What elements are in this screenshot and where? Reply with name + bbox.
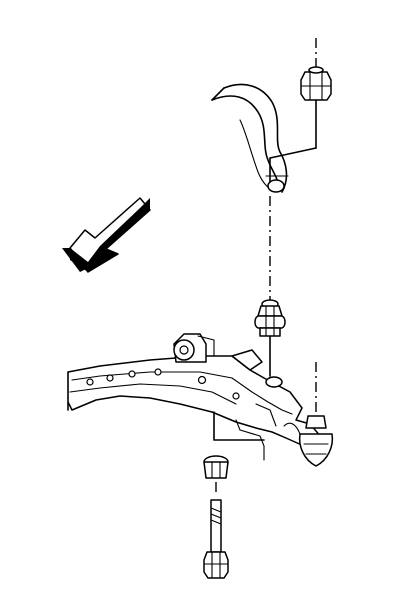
link-stem [269, 99, 317, 183]
ball-joint [283, 362, 334, 467]
lower-control-arm [67, 349, 323, 461]
bushing-retainer [203, 455, 229, 479]
front-bushing [173, 333, 215, 363]
lower-bolt [203, 482, 229, 579]
stabilizer-bar [211, 83, 289, 193]
link-bushings [254, 299, 286, 377]
stabilizer-nut [300, 66, 332, 101]
direction-arrow [62, 197, 151, 273]
